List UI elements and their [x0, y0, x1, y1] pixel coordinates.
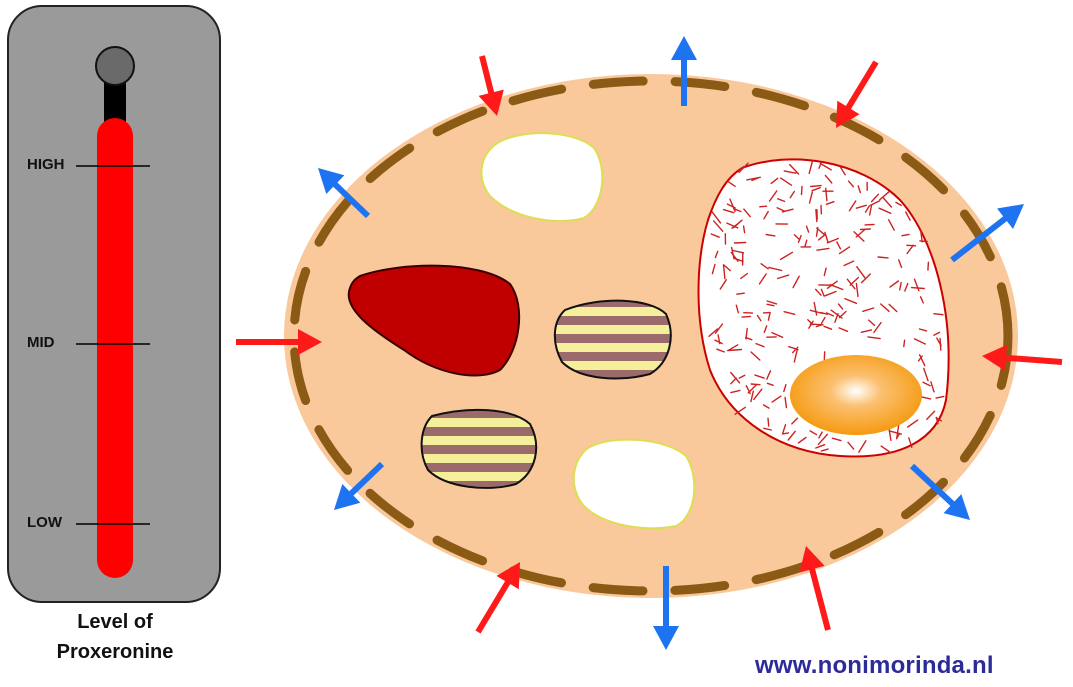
- chromatin-fiber: [861, 229, 871, 230]
- arrow-shaft: [812, 567, 828, 630]
- cell: [284, 74, 1018, 598]
- chromatin-fiber: [920, 241, 927, 242]
- arrow-shaft: [847, 62, 876, 109]
- chromatin-fiber: [734, 243, 745, 244]
- chromatin-fiber: [811, 186, 821, 187]
- chromatin-fiber: [865, 224, 874, 225]
- gauge-level-mid: MID: [27, 334, 55, 351]
- gauge-level-high: HIGH: [27, 156, 65, 173]
- gauge-level-low: LOW: [27, 514, 62, 531]
- chromatin-fiber: [904, 340, 905, 346]
- arrow-shaft: [482, 56, 492, 95]
- gauge-caption-line1: Level of: [20, 608, 210, 636]
- arrow-shaft: [478, 581, 509, 632]
- inward-arrow-2: [836, 62, 876, 128]
- chromatin-fiber: [878, 257, 888, 258]
- chromatin-fiber: [934, 314, 943, 315]
- chromatin-fiber: [783, 433, 789, 434]
- chromatin-fiber: [907, 245, 916, 246]
- chromatin-fiber: [802, 187, 803, 195]
- gauge-caption-line2: Proxeronine: [20, 638, 210, 666]
- arrow-head: [653, 626, 679, 650]
- arrow-head: [671, 36, 697, 60]
- gauge-knob: [96, 47, 134, 85]
- chromatin-fiber: [940, 339, 941, 351]
- nucleolus: [790, 355, 922, 435]
- chromatin-fiber: [760, 206, 767, 207]
- chromatin-fiber: [751, 384, 760, 385]
- chromatin-fiber: [737, 293, 744, 294]
- chromatin-fiber: [744, 226, 745, 233]
- chromatin-fiber: [742, 316, 750, 317]
- proxeronine-gauge: [8, 6, 220, 602]
- chromatin-fiber: [928, 262, 929, 270]
- chromatin-fiber: [816, 210, 817, 222]
- chromatin-fiber: [768, 418, 769, 426]
- gauge-fill-bar: [97, 118, 133, 578]
- website-watermark: www.nonimorinda.nl: [755, 652, 994, 680]
- chromatin-fiber: [912, 288, 925, 289]
